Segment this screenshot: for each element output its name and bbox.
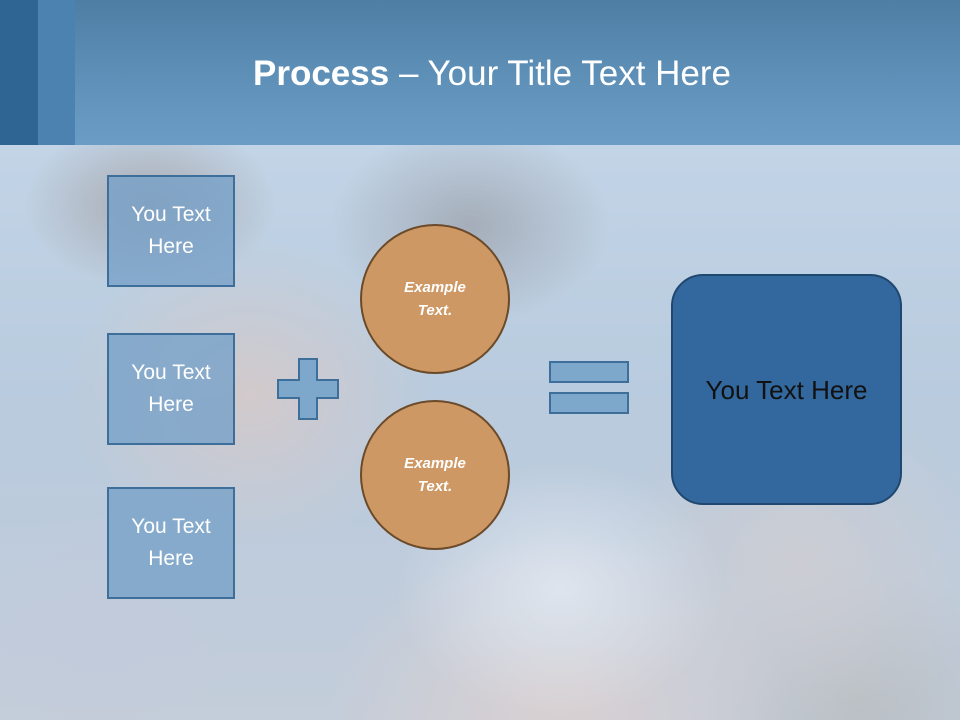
input-box-3: You Text Here xyxy=(107,487,235,599)
slide-title: Process – Your Title Text Here xyxy=(0,52,960,96)
slide-title-rest: – Your Title Text Here xyxy=(389,54,731,93)
result-box: You Text Here xyxy=(671,274,902,505)
header-band: Process – Your Title Text Here xyxy=(0,0,960,145)
input-box-1: You Text Here xyxy=(107,175,235,287)
header-accent-dark xyxy=(0,0,38,145)
slide-title-bold: Process xyxy=(253,54,390,93)
input-box-2: You Text Here xyxy=(107,333,235,445)
example-circle-1: Example Text. xyxy=(360,224,510,374)
header-accent-mid xyxy=(38,0,75,145)
plus-icon xyxy=(277,358,339,420)
example-circle-2: Example Text. xyxy=(360,400,510,550)
equals-icon xyxy=(549,361,629,414)
